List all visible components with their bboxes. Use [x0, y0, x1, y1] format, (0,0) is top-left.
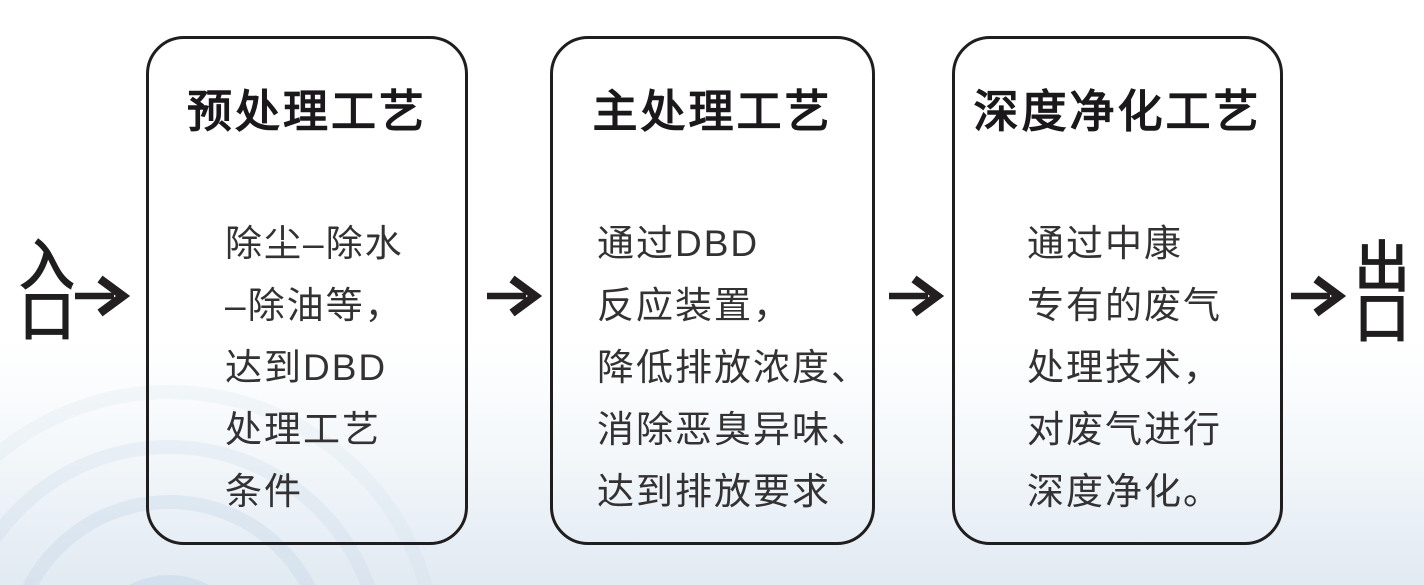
stage-description-line: 通过DBD	[597, 223, 760, 264]
stage-description-line: 除尘–除水	[225, 223, 404, 264]
stage-description-line: 降低排放浓度、	[597, 347, 870, 388]
stage-box-main-treatment: 主处理工艺 通过DBD 反应装置， 降低排放浓度、 消除恶臭异味、 达到排放要求	[550, 36, 875, 545]
stage-description: 除尘–除水 –除油等， 达到DBD 处理工艺 条件	[149, 213, 465, 523]
stage-title: 预处理工艺	[186, 87, 427, 137]
stage-description-line: 深度净化。	[1027, 471, 1222, 512]
exit-label: 出口	[1346, 238, 1407, 340]
stage-title: 深度净化工艺	[973, 87, 1262, 137]
stage-box-deep-purification: 深度净化工艺 通过中康 专有的废气 处理技术， 对废气进行 深度净化。	[952, 36, 1283, 545]
stage-description-line: 消除恶臭异味、	[597, 409, 870, 450]
right-arrow-icon	[1288, 272, 1348, 320]
right-arrow-icon	[886, 272, 946, 320]
entrance-label: 入口	[11, 236, 72, 338]
right-arrow-icon	[72, 272, 132, 320]
stage-description-line: 专有的废气	[1027, 285, 1222, 326]
stage-description-line: 对废气进行	[1027, 409, 1222, 450]
right-arrow-icon	[484, 272, 544, 320]
stage-description-line: 通过中康	[1027, 223, 1183, 264]
stage-description-line: –除油等，	[225, 285, 404, 326]
stage-description-line: 反应装置，	[597, 285, 792, 326]
stage-description-line: 处理工艺	[225, 409, 381, 450]
stage-description-line: 条件	[225, 471, 303, 512]
stage-description-line: 处理技术，	[1027, 347, 1222, 388]
stage-title: 主处理工艺	[592, 87, 833, 137]
stage-description-line: 达到DBD	[225, 347, 388, 388]
stage-description: 通过DBD 反应装置， 降低排放浓度、 消除恶臭异味、 达到排放要求	[553, 213, 872, 523]
stage-description: 通过中康 专有的废气 处理技术， 对废气进行 深度净化。	[955, 213, 1280, 523]
stage-box-pretreatment: 预处理工艺 除尘–除水 –除油等， 达到DBD 处理工艺 条件	[146, 36, 468, 545]
stage-description-line: 达到排放要求	[597, 471, 831, 512]
